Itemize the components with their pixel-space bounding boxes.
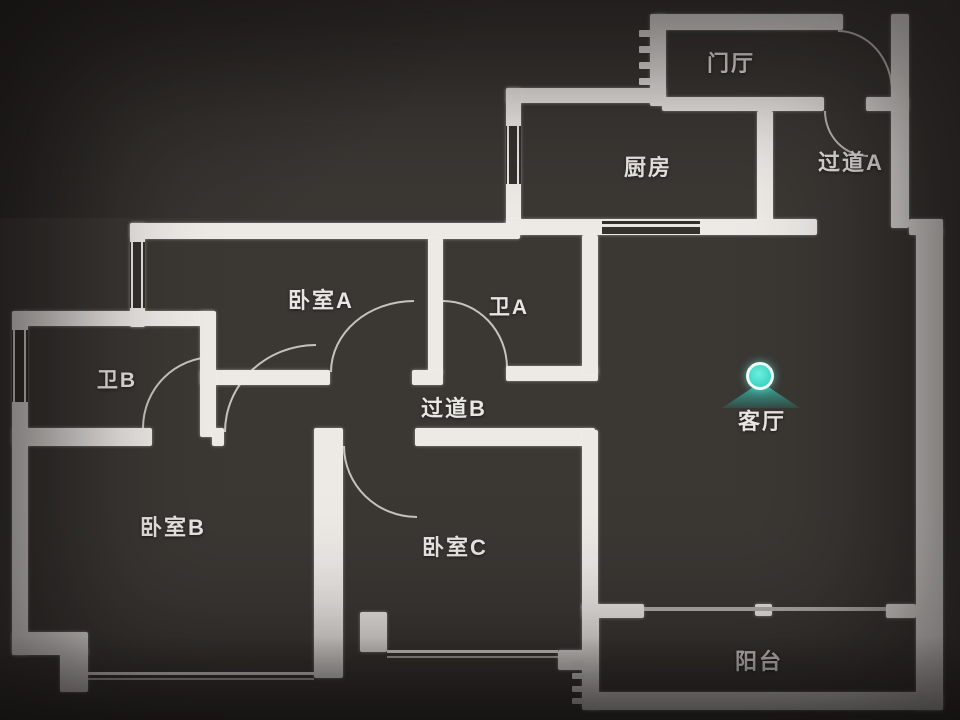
window: [507, 126, 509, 184]
door-arc: [142, 356, 214, 428]
wall: [314, 428, 343, 678]
window: [88, 678, 314, 680]
door-arc: [224, 344, 316, 432]
wall-hatch: [639, 62, 651, 69]
room-label-bedroom-c: 卧室C: [422, 535, 488, 560]
wall: [650, 14, 666, 106]
wall: [582, 604, 599, 710]
window: [141, 242, 143, 308]
room-label-bedroom-a: 卧室A: [288, 288, 354, 313]
wall-hatch: [639, 46, 651, 53]
wall: [360, 612, 387, 652]
room-label-entry-hall: 门厅: [706, 51, 756, 76]
wall: [886, 604, 916, 618]
window: [24, 330, 26, 402]
wall: [582, 430, 598, 610]
panorama-marker[interactable]: [715, 358, 805, 413]
wall: [60, 648, 88, 692]
wall: [415, 428, 595, 446]
wall: [588, 692, 943, 710]
wall: [891, 14, 909, 228]
wall: [916, 228, 943, 710]
sliding-door: [602, 221, 700, 234]
room-label-hallway-b: 过道B: [421, 396, 487, 421]
wall-hatch: [572, 660, 584, 666]
wall: [757, 111, 773, 228]
room-label-bath-b: 卫B: [96, 369, 138, 392]
wall: [866, 97, 909, 111]
wall: [506, 366, 598, 381]
room-label-balcony: 阳台: [734, 649, 784, 674]
wall: [412, 370, 443, 385]
window: [517, 126, 519, 184]
room-label-hallway-a: 过道A: [818, 150, 884, 175]
wall: [130, 223, 520, 239]
wall-hatch: [572, 686, 584, 692]
viewpoint-dot-icon: [746, 362, 774, 390]
door-arc: [343, 446, 417, 518]
wall: [582, 235, 598, 375]
wall: [24, 311, 214, 326]
wall: [428, 238, 443, 374]
wall: [212, 428, 224, 446]
wall: [506, 88, 666, 103]
wall: [655, 14, 843, 30]
shadow-overlay: [0, 0, 500, 218]
room-label-bath-a: 卫A: [488, 296, 530, 319]
wall: [12, 428, 152, 446]
room-label-bedroom-b: 卧室B: [140, 515, 206, 540]
window: [387, 656, 558, 658]
window: [88, 672, 314, 675]
wall-hatch: [572, 698, 584, 704]
door-arc: [838, 30, 893, 92]
wall-hatch: [639, 78, 651, 85]
window: [13, 330, 15, 402]
wall-hatch: [639, 30, 651, 37]
wall: [662, 97, 824, 111]
sliding-door: [644, 607, 886, 611]
room-label-kitchen: 厨房: [623, 155, 673, 180]
window: [131, 242, 133, 308]
window: [387, 650, 558, 653]
sliding-door: [602, 224, 700, 227]
wall-hatch: [572, 673, 584, 679]
room-label-living-room: 客厅: [737, 409, 787, 434]
